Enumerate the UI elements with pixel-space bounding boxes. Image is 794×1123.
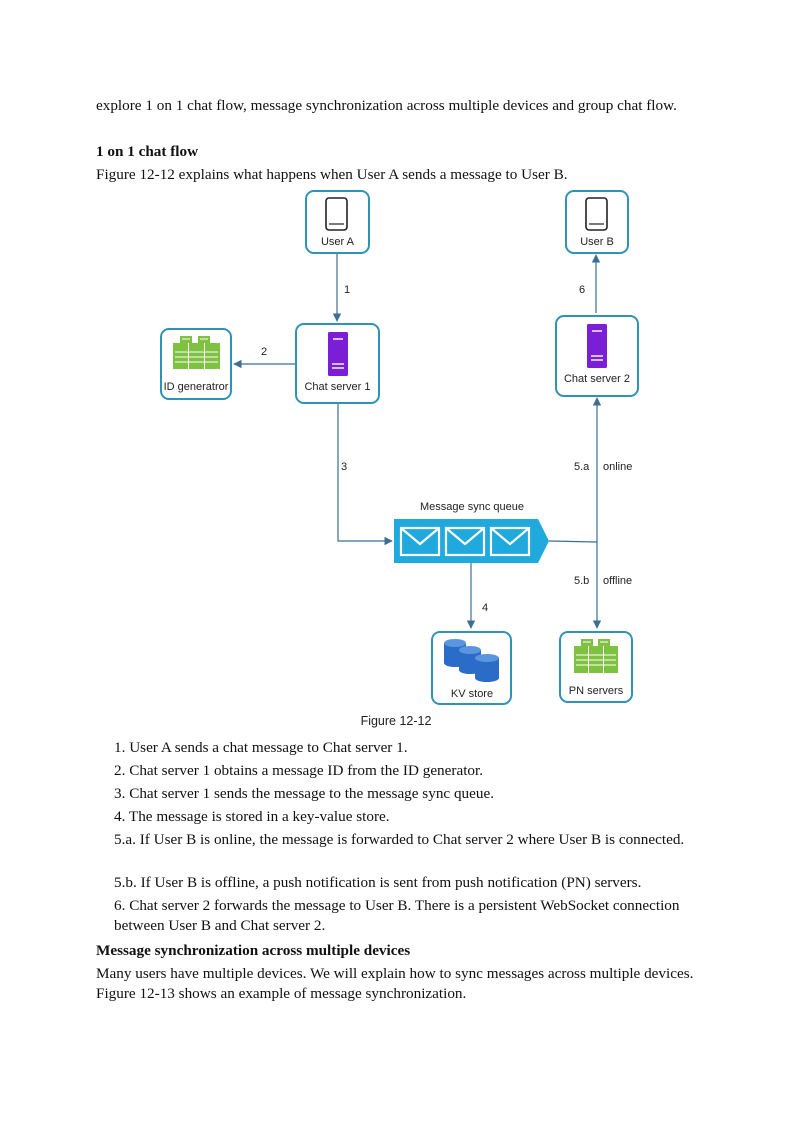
chat-flow-diagram: 1 2 3 4 5.a online 5.b offline 6 [160, 190, 639, 728]
section-heading-sync: Message synchronization across multiple … [96, 942, 411, 959]
node-user-a: User A [305, 190, 370, 254]
node-pn-servers: PN servers [559, 631, 633, 703]
edge-6: 6 [579, 254, 601, 313]
server-icon [587, 324, 607, 368]
edge-2: 2 [233, 346, 296, 369]
step-item: 3. Chat server 1 sends the message to th… [114, 785, 495, 802]
intro-paragraph: explore 1 on 1 chat flow, message synchr… [96, 97, 677, 114]
kv-store-label: KV store [451, 688, 493, 700]
step-item: 5.a. If User B is online, the message is… [114, 831, 685, 848]
edge-3-label: 3 [341, 461, 347, 473]
database-icon [444, 639, 499, 682]
envelope-icon [489, 526, 531, 557]
step-item: 1. User A sends a chat message to Chat s… [114, 739, 408, 756]
edge-5a-note: online [603, 461, 632, 473]
server-icon [328, 332, 348, 376]
node-chat-server-1: Chat server 1 [295, 323, 380, 404]
node-chat-server-2: Chat server 2 [555, 315, 639, 397]
edge-5a: 5.a online [574, 397, 632, 542]
step-item: 5.b. If User B is offline, a push notifi… [114, 874, 642, 891]
edge-1-label: 1 [344, 284, 350, 296]
step-item: 2. Chat server 1 obtains a message ID fr… [114, 762, 484, 779]
edge-5b: 5.b offline [574, 542, 632, 629]
node-message-sync-queue [394, 519, 549, 563]
chat-server-1-label: Chat server 1 [304, 381, 370, 393]
edge-1: 1 [332, 254, 350, 322]
envelope-icon [444, 526, 486, 557]
node-kv-store: KV store [431, 631, 512, 705]
step-item: 6. Chat server 2 forwards the message to… [114, 897, 680, 934]
user-a-label: User A [321, 236, 355, 248]
node-id-generator: ID generatror [160, 328, 232, 400]
section-lead: Figure 12-12 explains what happens when … [96, 166, 568, 183]
section-heading-1on1: 1 on 1 chat flow [96, 143, 199, 160]
envelope-icon [399, 526, 441, 557]
edge-5b-label: 5.b [574, 575, 589, 587]
id-generator-label: ID generatror [164, 381, 229, 393]
edge-3: 3 [337, 404, 393, 546]
user-b-label: User B [580, 236, 614, 248]
server-rack-icon [173, 336, 220, 369]
phone-icon [325, 197, 348, 231]
edge-5a-label: 5.a [574, 461, 590, 473]
edge-4-label: 4 [482, 602, 488, 614]
edge-6-label: 6 [579, 284, 585, 296]
figure-caption: Figure 12-12 [361, 714, 432, 728]
pn-servers-label: PN servers [569, 685, 624, 697]
server-rack-icon [574, 639, 618, 673]
edge-queue-out [548, 540, 598, 543]
edge-2-label: 2 [261, 346, 267, 358]
node-user-b: User B [565, 190, 629, 254]
queue-label: Message sync queue [420, 501, 524, 513]
chat-server-2-label: Chat server 2 [564, 373, 630, 385]
step-item: 4. The message is stored in a key-value … [114, 808, 390, 825]
edge-5b-note: offline [603, 575, 632, 587]
sync-paragraph: Many users have multiple devices. We wil… [96, 965, 694, 1002]
phone-icon [585, 197, 608, 231]
edge-4: 4 [466, 562, 488, 629]
